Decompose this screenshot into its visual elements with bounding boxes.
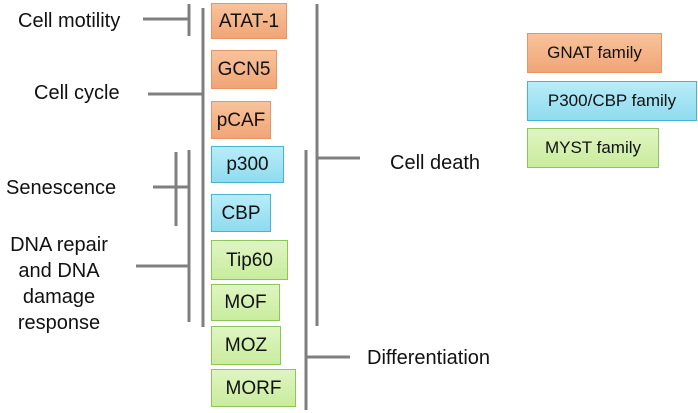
enzyme-box-tip60: Tip60 <box>211 240 288 280</box>
enzyme-box-gcn5: GCN5 <box>211 50 277 89</box>
enzyme-label: Tip60 <box>226 249 273 271</box>
legend-myst-family: MYST family <box>527 128 659 168</box>
enzyme-box-moz: MOZ <box>211 326 281 365</box>
enzyme-label: p300 <box>226 154 269 175</box>
legend-label: MYST family <box>544 138 642 157</box>
enzyme-label: pCAF <box>216 109 266 131</box>
process-cell-cycle: Cell cycle <box>34 82 120 104</box>
legend-label: P300/CBP family <box>547 91 677 110</box>
dna-repair-line: damage <box>22 286 96 308</box>
legend-gnat-family: GNAT family <box>527 33 662 73</box>
process-cell-motility: Cell motility <box>18 10 121 32</box>
enzyme-box-cbp: CBP <box>211 194 271 232</box>
dna-repair-line: and DNA <box>18 260 100 282</box>
dna-repair-line: response <box>17 312 101 334</box>
enzyme-box-morf: MORF <box>211 369 296 407</box>
process-dna-repair: DNA repair and DNA damage response <box>0 232 118 336</box>
dna-repair-line: DNA repair <box>10 234 108 256</box>
legend-label: GNAT family <box>547 43 642 62</box>
enzyme-label: MOZ <box>224 335 268 356</box>
enzyme-label: MOF <box>224 292 267 313</box>
process-senescence: Senescence <box>6 177 117 199</box>
enzyme-label: CBP <box>221 202 261 224</box>
enzyme-label: ATAT-1 <box>218 10 280 32</box>
legend-p300-family: P300/CBP family <box>527 81 697 121</box>
enzyme-box-mof: MOF <box>211 284 280 321</box>
enzyme-label: GCN5 <box>217 59 271 80</box>
enzyme-box-atat1: ATAT-1 <box>211 3 287 39</box>
process-differentiation: Differentiation <box>367 347 491 369</box>
process-cell-death: Cell death <box>390 152 481 174</box>
enzyme-box-p300: p300 <box>211 146 284 183</box>
enzyme-box-pcaf: pCAF <box>211 101 271 139</box>
enzyme-label: MORF <box>225 377 282 399</box>
